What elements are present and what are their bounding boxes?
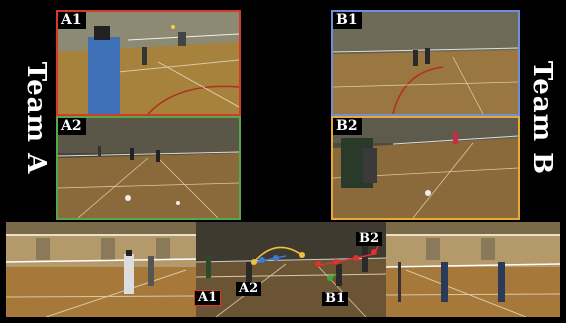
- camera-tag-a2: A2: [58, 118, 86, 135]
- camera-tag-b1: B1: [333, 12, 362, 29]
- camera-image-b1: [333, 12, 518, 114]
- camera-view-b2: B2: [331, 116, 520, 220]
- court-label-a2: A2: [236, 282, 262, 296]
- camera-image-a1: [58, 12, 239, 114]
- camera-view-b1: B1: [331, 10, 520, 116]
- camera-image-a2: [58, 118, 239, 218]
- camera-tag-b2: B2: [333, 118, 362, 135]
- court-label-b2: B2: [356, 232, 383, 246]
- team-a-label: Team A: [21, 61, 51, 175]
- camera-image-b2: [333, 118, 518, 218]
- camera-view-a2: A2: [56, 116, 241, 220]
- camera-tag-a1: A1: [58, 12, 86, 29]
- court-overview: B2 A1 A2 B1: [6, 222, 560, 317]
- court-label-b1: B1: [322, 292, 349, 306]
- camera-view-a1: A1: [56, 10, 241, 116]
- court-overview-image: [6, 222, 560, 317]
- team-b-label: Team B: [527, 60, 557, 176]
- court-label-a1: A1: [194, 290, 222, 306]
